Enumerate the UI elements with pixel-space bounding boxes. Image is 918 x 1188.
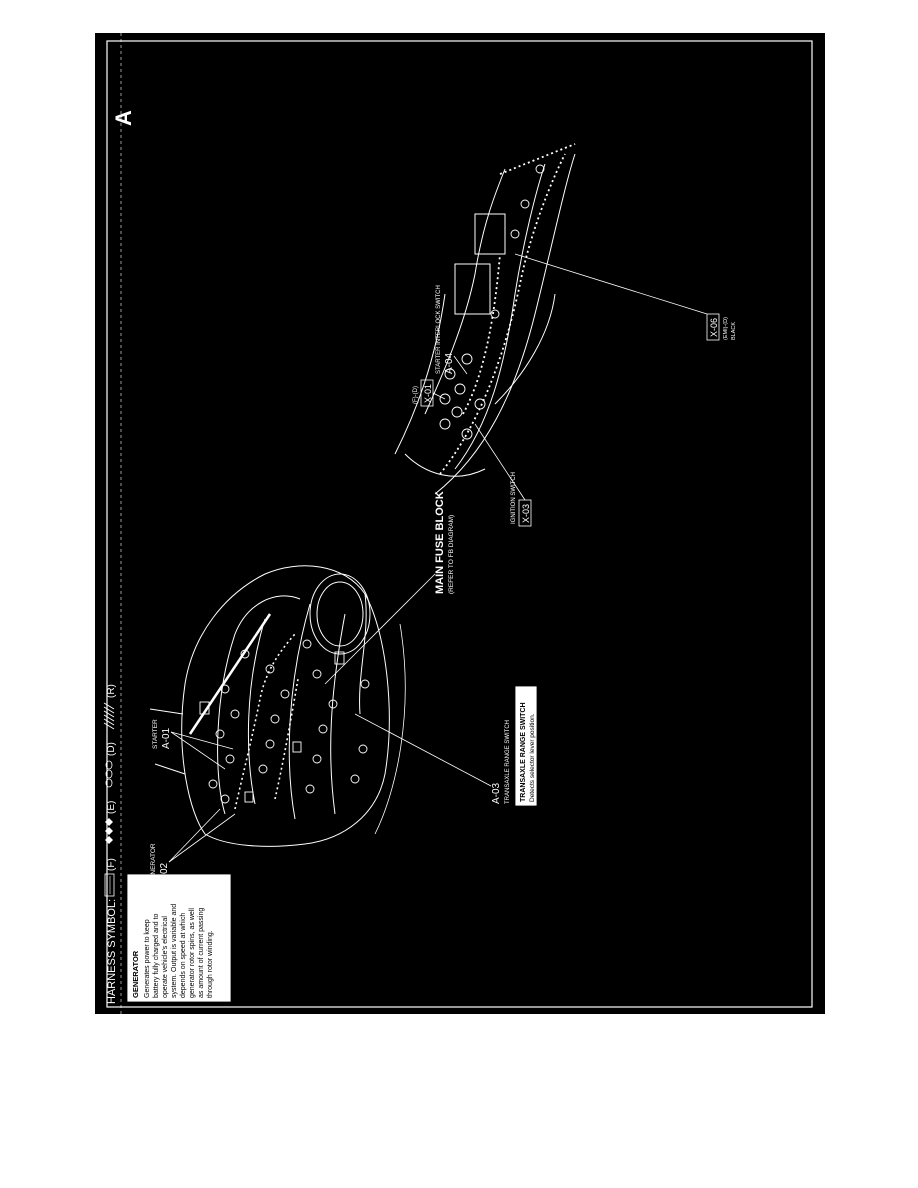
- x06-code: X-06: [709, 318, 719, 337]
- generator-box-line: depends on speed at which: [180, 913, 187, 998]
- range-caption: TRANSAXLE RANGE SWITCH: [505, 720, 511, 804]
- x06-label: X-06 (EMI)-(D) BLACK: [514, 253, 737, 341]
- rotated-content: HARNESS SYMBOL: (F) (E) (D) (R): [103, 33, 737, 1014]
- legend-symbol-f: [104, 873, 115, 897]
- x06-code-box: [706, 313, 720, 341]
- legend-symbol-e: [105, 818, 113, 844]
- x01-prefix: (F)-(D): [413, 386, 419, 404]
- dashboard-connectors: [439, 164, 545, 440]
- dashboard-harness: [439, 143, 576, 475]
- section-letter: A: [111, 110, 136, 126]
- generator-box-line: through rotor winding.: [207, 930, 214, 998]
- generator-box-line: battery fully charged and to: [153, 913, 160, 998]
- harness-symbol-header: HARNESS SYMBOL: (F) (E) (D) (R): [103, 33, 122, 1014]
- generator-label: GENERATOR A-02: [150, 808, 236, 884]
- starter-label: STARTER A-01: [152, 719, 234, 770]
- generator-box-line: Generates power to keep: [144, 919, 151, 998]
- sheet-frame: [106, 40, 813, 1008]
- starter-interlock-label: STARTER INTERLOCK SWITCH A-04: [436, 285, 468, 375]
- main-fuse-title: MAIN FUSE BLOCK: [434, 491, 446, 594]
- generator-caption: GENERATOR: [150, 843, 157, 884]
- ignition-switch-label: IGNITION SWITCH X-03: [474, 423, 532, 527]
- x06-sub2: BLACK: [731, 322, 737, 340]
- transaxle-range-box: TRANSAXLE RANGE SWITCH Detects selector …: [514, 685, 538, 807]
- interlock-caption: STARTER INTERLOCK SWITCH: [436, 285, 442, 374]
- generator-box-line: system. Output is variable and: [171, 904, 178, 998]
- generator-box-line: as amount of current passing: [198, 908, 205, 998]
- connector-cluster: [199, 639, 370, 804]
- generator-box-line: generator rotor spins, as well: [189, 908, 196, 998]
- range-box-line: Detects selector lever position.: [529, 713, 536, 802]
- x06-sub1: (EMI)-(D): [723, 317, 729, 340]
- generator-box-title: GENERATOR: [131, 950, 140, 998]
- dashboard-drawing: [394, 143, 576, 495]
- generator-info-box: GENERATOR Generates power to keep batter…: [126, 873, 232, 1003]
- engine-compartment-drawing: [149, 565, 406, 847]
- harness-symbol-label: HARNESS SYMBOL:: [106, 899, 118, 1004]
- legend-code-f: (F): [106, 858, 117, 871]
- range-box-title: TRANSAXLE RANGE SWITCH: [520, 702, 527, 802]
- starter-caption: STARTER: [152, 719, 159, 749]
- legend-symbol-r: [103, 702, 115, 730]
- generator-box-line: operate vehicle's electrical: [162, 916, 169, 998]
- interlock-code: A-04: [444, 352, 455, 374]
- legend-code-r: (R): [106, 684, 117, 698]
- harness-diagram: HARNESS SYMBOL: (F) (E) (D) (R): [103, 33, 813, 1014]
- ignition-caption: IGNITION SWITCH: [511, 472, 517, 524]
- legend-code-e: (E): [106, 801, 117, 814]
- range-code: A-03: [491, 782, 502, 804]
- x01-label: (F)-(D) X-01: [413, 379, 446, 407]
- legend-code-d: (D): [106, 742, 117, 756]
- ignition-code: X-03: [521, 504, 531, 523]
- legend-symbol-d: [105, 760, 113, 788]
- transaxle-range-label: A-03 TRANSAXLE RANGE SWITCH: [354, 713, 511, 804]
- x01-code: X-01: [423, 384, 433, 403]
- diagram-sheet: HARNESS SYMBOL: (F) (E) (D) (R): [95, 33, 825, 1014]
- generator-code: A-02: [159, 862, 170, 884]
- starter-code: A-01: [161, 727, 172, 749]
- main-fuse-block-label: MAIN FUSE BLOCK (REFER TO FB DIAGRAM): [324, 491, 455, 685]
- main-fuse-sub: (REFER TO FB DIAGRAM): [448, 515, 455, 594]
- wire-harness-path: [234, 633, 299, 810]
